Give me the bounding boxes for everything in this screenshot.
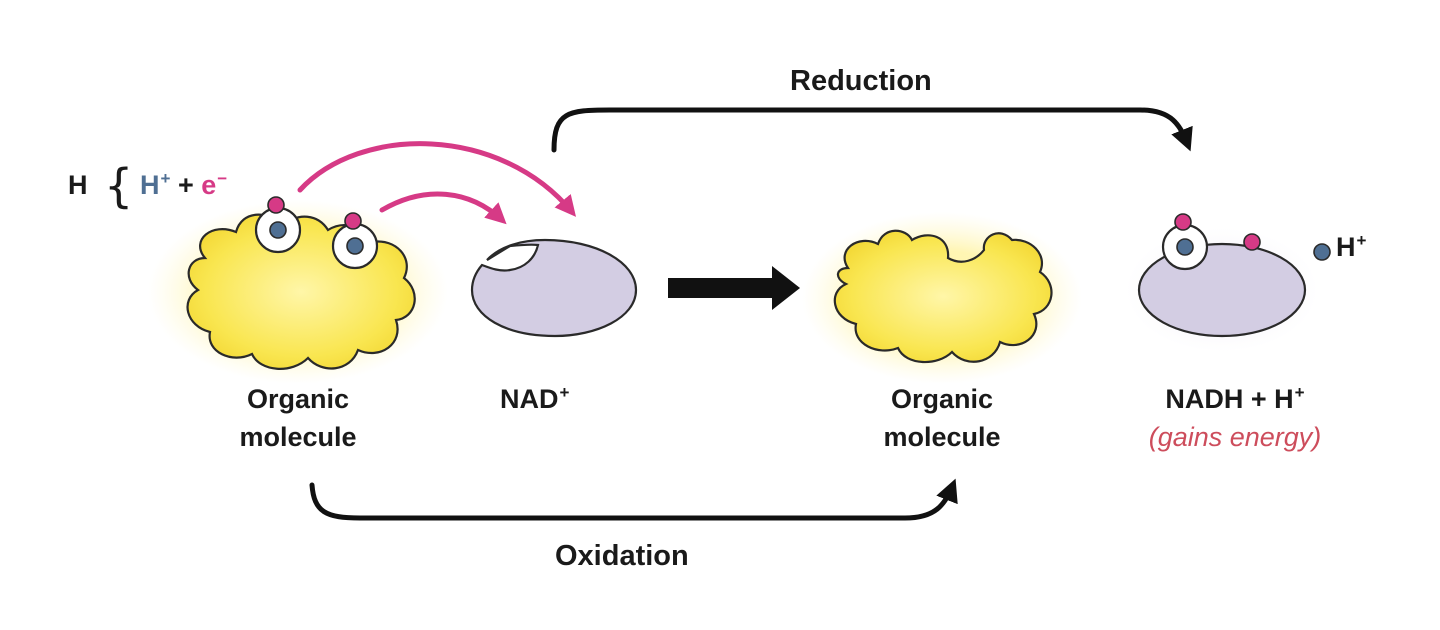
- free-proton-label: H+: [1336, 228, 1366, 266]
- hydrogen-key-label: H: [68, 170, 88, 200]
- hydrogen-atom-2: [331, 212, 379, 270]
- nadh-oval: [1137, 242, 1307, 338]
- hydride-electron-dot: [1174, 213, 1192, 231]
- nad-text: NAD: [500, 384, 559, 414]
- reaction-arrow-shaft: [668, 278, 774, 298]
- oxidation-label: Oxidation: [555, 540, 689, 572]
- nadh-label: NADH + H+ (gains energy): [1110, 380, 1360, 456]
- reaction-arrow: [668, 266, 800, 310]
- nad-label: NAD+: [500, 380, 569, 418]
- free-proton-symbol: H: [1336, 232, 1356, 262]
- oxidation-arrow: [309, 478, 958, 521]
- free-proton-charge: +: [1356, 231, 1367, 250]
- nadh-formula: NADH + H+: [1110, 380, 1360, 418]
- proton-dot: [346, 237, 364, 255]
- nad-oval: [470, 238, 638, 338]
- hydrogen-atom-1: [254, 196, 302, 254]
- nad-charge: +: [559, 383, 570, 402]
- hydrogen-key-brace: {: [104, 159, 134, 213]
- electron-transfer-arrow-outer: [297, 141, 577, 217]
- label-line-1: Organic: [890, 384, 994, 414]
- electron-charge: −: [217, 169, 228, 188]
- proton-symbol: H: [140, 170, 160, 200]
- nadh-note: (gains energy): [1148, 422, 1322, 452]
- electron-symbol: e: [201, 170, 217, 200]
- reduction-label: Reduction: [790, 65, 932, 97]
- nadh-charge: +: [1294, 383, 1305, 402]
- organic-molecule-product: [802, 212, 1082, 384]
- hydrogen-key-formula: H+ + e−: [140, 166, 227, 204]
- organic-molecule-label-right: Organic molecule: [842, 380, 1042, 456]
- label-line-1: Organic: [246, 384, 350, 414]
- proton-charge: +: [160, 169, 171, 188]
- free-proton-dot: [1313, 243, 1331, 261]
- nadh-text: NADH + H: [1165, 384, 1294, 414]
- reaction-arrow-head: [772, 266, 800, 310]
- hydride-proton-dot: [1176, 238, 1194, 256]
- proton-dot: [269, 221, 287, 239]
- plus-sign: +: [177, 170, 194, 200]
- organic-blob-right: [833, 229, 1053, 364]
- label-line-2: molecule: [239, 422, 357, 452]
- label-line-2: molecule: [883, 422, 1001, 452]
- electron-dot: [344, 212, 362, 230]
- organic-molecule-reactant: [148, 196, 448, 384]
- electron-dot: [267, 196, 285, 214]
- nadh-molecule: [1126, 213, 1318, 352]
- second-electron-dot: [1243, 233, 1261, 251]
- electron-transfer-arrow-inner: [379, 191, 507, 225]
- reduction-arrow: [551, 107, 1193, 153]
- organic-molecule-label-left: Organic molecule: [198, 380, 398, 456]
